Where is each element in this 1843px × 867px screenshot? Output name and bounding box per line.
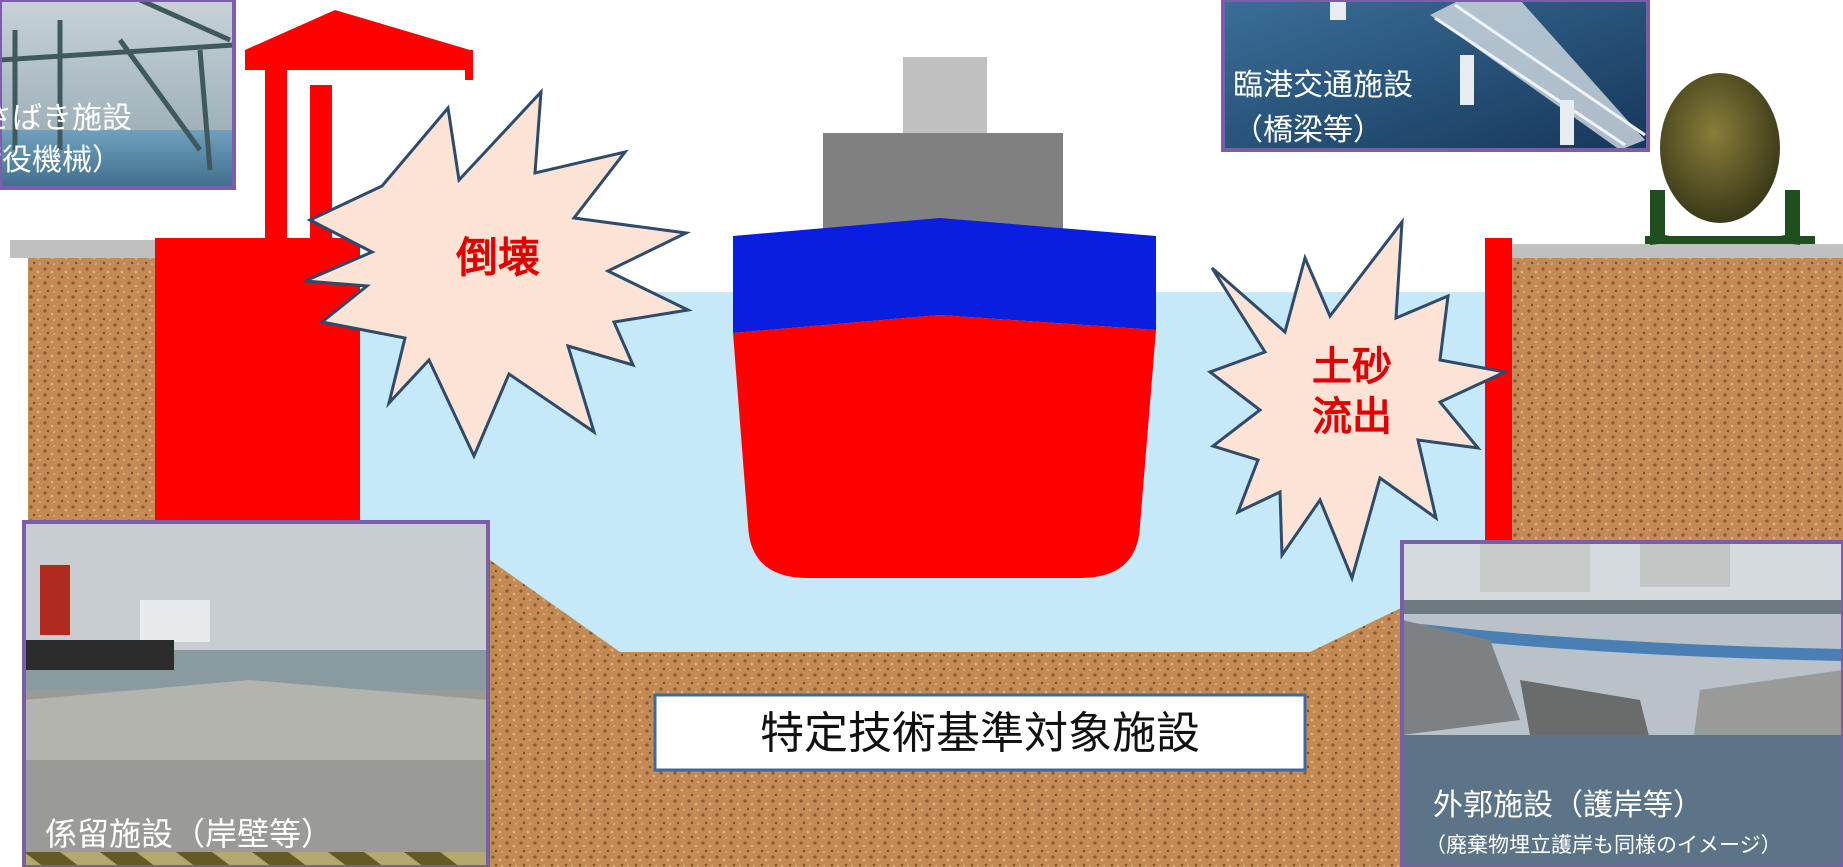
target-facilities-label: 特定技術基準対象施設 bbox=[760, 708, 1200, 759]
target-facilities-box: 特定技術基準対象施設 bbox=[653, 693, 1307, 772]
handling-facility-label-line1: 荷さばき施設 bbox=[0, 101, 132, 136]
seawall-sheet-pile bbox=[1485, 238, 1512, 548]
storage-tank bbox=[1645, 73, 1815, 245]
right-quay-surface bbox=[1508, 244, 1843, 258]
collapse-label: 倒壊 bbox=[455, 233, 540, 282]
photo-outer-facility: 外郭施設（護岸等） （廃棄物埋立護岸も同様のイメージ） bbox=[1400, 540, 1843, 867]
mooring-facility-label: 係留施設（岸壁等） bbox=[45, 815, 333, 853]
photo-handling-facility: 荷さばき施設 （荷役機械） bbox=[0, 0, 236, 190]
photo-mooring-facility: 係留施設（岸壁等） bbox=[22, 520, 490, 867]
handling-facility-label-line2: （荷役機械） bbox=[0, 143, 122, 178]
bridge-label-line2: （橋梁等） bbox=[1233, 113, 1383, 148]
photo-bridge: 臨港交通施設 （橋梁等） bbox=[1221, 0, 1650, 152]
bridge-label-line1: 臨港交通施設 bbox=[1233, 68, 1413, 103]
cargo-crane bbox=[245, 10, 473, 240]
ship bbox=[733, 57, 1156, 578]
collapse-starburst: 倒壊 bbox=[304, 87, 693, 460]
sediment-label-line1: 土砂 bbox=[1312, 344, 1392, 390]
sediment-outflow-starburst: 土砂 流出 bbox=[1206, 217, 1510, 583]
outer-facility-label-line2: （廃棄物埋立護岸も同様のイメージ） bbox=[1425, 833, 1782, 857]
sediment-label-line2: 流出 bbox=[1312, 394, 1392, 440]
quay-wall bbox=[155, 238, 360, 540]
outer-facility-label-line1: 外郭施設（護岸等） bbox=[1433, 788, 1703, 823]
